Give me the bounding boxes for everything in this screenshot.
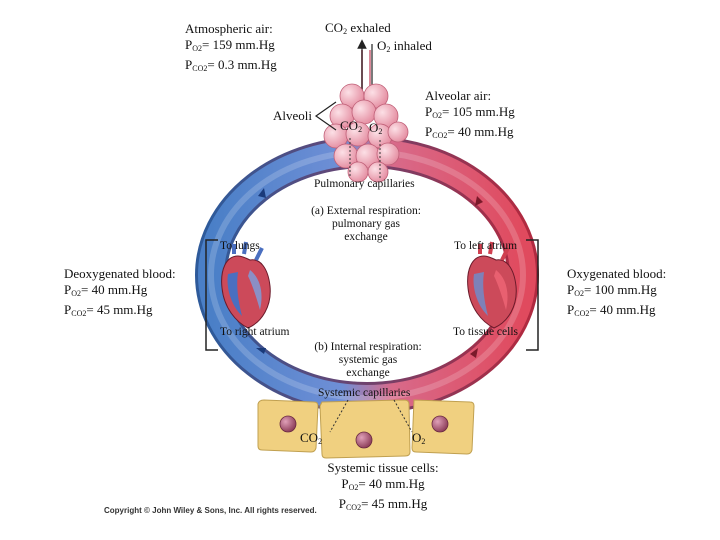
arrow-to-right-atrium-icon	[256, 348, 266, 354]
deoxygenated-title: Deoxygenated blood:	[64, 266, 176, 281]
to-tissue-cells-label: To tissue cells	[453, 326, 518, 338]
tissue-co2-label: CO2	[300, 430, 323, 446]
oxygenated-title: Oxygenated blood:	[567, 266, 667, 281]
flow-arrows	[256, 188, 483, 358]
heart-left-icon	[221, 241, 271, 329]
arrow-to-left-atrium-icon	[475, 196, 483, 206]
deoxygenated-pco2: PCO2= 45 mm.Hg	[64, 302, 153, 318]
alveolar-po2: PO2= 105 mm.Hg	[425, 104, 515, 120]
tissue-cells	[257, 399, 475, 459]
alveolar-pco2: PCO2= 40 mm.Hg	[425, 124, 514, 140]
alveoli-cluster	[323, 83, 409, 183]
systemic-tissue-label: Systemic tissue cells: PO2= 40 mm.Hg PCO…	[310, 460, 456, 516]
to-lungs-label: To lungs	[220, 240, 260, 252]
systemic-tissue-title: Systemic tissue cells:	[327, 460, 439, 475]
external-respiration-label: (a) External respiration: pulmonary gas …	[311, 205, 421, 243]
alveoli-o2-label: O2	[369, 120, 383, 136]
atmospheric-po2: PO2= 159 mm.Hg	[185, 37, 275, 53]
copyright-notice: Copyright © John Wiley & Sons, Inc. All …	[104, 506, 317, 515]
oxygenated-pco2: PCO2= 40 mm.Hg	[567, 302, 656, 318]
alveoli-co2-label: CO2	[340, 118, 363, 134]
alveolar-title: Alveolar air:	[425, 88, 492, 103]
alveolar-air-label: Alveolar air: PO2= 105 mm.Hg PCO2= 40 mm…	[425, 88, 515, 144]
arrow-to-lungs-icon	[258, 188, 266, 198]
co2-exhaled-label: CO2 exhaled	[325, 20, 391, 36]
atmospheric-air-label: Atmospheric air: PO2= 159 mm.Hg PCO2= 0.…	[185, 21, 277, 77]
systemic-capillaries-label: Systemic capillaries	[318, 387, 411, 399]
atmospheric-pco2: PCO2= 0.3 mm.Hg	[185, 57, 277, 73]
systemic-tissue-po2: PO2= 40 mm.Hg	[341, 476, 425, 492]
pulmonary-capillaries-label: Pulmonary capillaries	[314, 178, 415, 190]
heart-right-icon	[467, 241, 517, 329]
systemic-tissue-pco2: PCO2= 45 mm.Hg	[338, 496, 428, 512]
deoxygenated-po2: PO2= 40 mm.Hg	[64, 282, 148, 298]
to-left-atrium-label: To left atrium	[454, 240, 518, 252]
tissue-o2-label: O2	[412, 430, 426, 446]
right-bracket	[526, 239, 539, 351]
oxygenated-blood-label: Oxygenated blood: PO2= 100 mm.Hg PCO2= 4…	[567, 266, 666, 322]
atmospheric-title: Atmospheric air:	[185, 21, 273, 36]
left-bracket	[205, 239, 218, 351]
internal-respiration-label: (b) Internal respiration: systemic gas e…	[314, 341, 422, 379]
oxygenated-po2: PO2= 100 mm.Hg	[567, 282, 657, 298]
o2-inhaled-label: O2 inhaled	[377, 38, 432, 54]
deoxygenated-blood-label: Deoxygenated blood: PO2= 40 mm.Hg PCO2= …	[64, 266, 176, 322]
alveoli-pointer	[314, 101, 337, 131]
to-right-atrium-label: To right atrium	[220, 326, 290, 338]
arrow-to-tissue-icon	[470, 348, 478, 358]
alveoli-label: Alveoli	[273, 108, 312, 123]
